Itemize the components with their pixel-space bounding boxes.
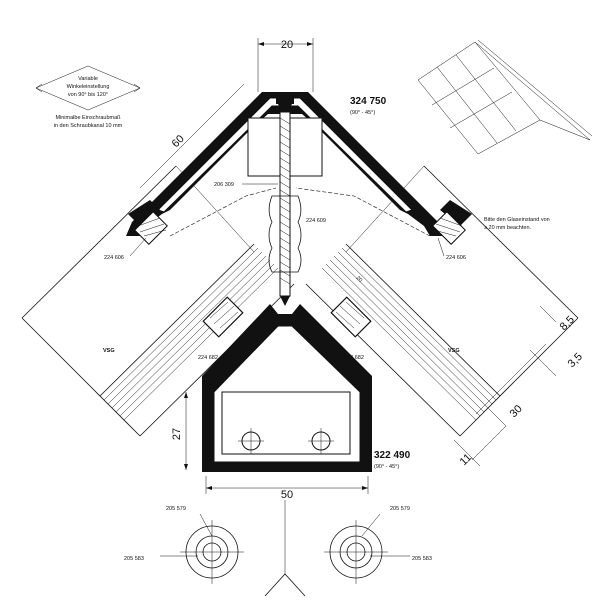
angle-note-line2: Winkeleinstellung: [67, 84, 110, 90]
cover-profile-code: 324 750: [350, 96, 387, 107]
glass-left-label: VSG: [103, 348, 115, 354]
slope-length-value: 60: [170, 133, 187, 150]
screw-note-line1: Minimalbe Einschraubmaß: [55, 115, 121, 121]
screw-code-label: 206 309: [214, 182, 234, 188]
right-30-value: 30: [508, 403, 525, 420]
screw-note-line2: in den Schraubkanal 10 mm: [54, 123, 123, 129]
base-profile-range: (90° - 45°): [374, 464, 399, 470]
washer-left-top-label: 205 579: [166, 506, 186, 512]
cover-profile: [126, 92, 472, 236]
base-profile: [202, 304, 372, 472]
support-line-right: [295, 187, 431, 237]
center-arrow: [264, 573, 306, 597]
left-glass-panel: VSG: [21, 165, 295, 437]
top-width-dimension: 20: [257, 38, 314, 92]
profile-height-value: 27: [171, 428, 183, 440]
right-dimensions: 8,5 3,5 30 11: [453, 305, 585, 469]
height-27-dimension: 27: [171, 392, 188, 470]
profile-width-value: 50: [281, 489, 293, 501]
right-3-5-value: 3,5: [566, 351, 585, 370]
hatch-offset-dimension: 20: [355, 275, 364, 284]
hatch-offset-value: 20: [355, 275, 364, 284]
seal-right: [330, 296, 372, 338]
washer-left: 205 579 205 583: [124, 506, 244, 584]
base-profile-code: 322 490: [374, 450, 411, 461]
glass-note-line1: Bitte den Glaseinstand von: [484, 217, 550, 223]
support-line-left: [169, 187, 277, 237]
gasket-left: [134, 211, 168, 245]
gasket-right-label: 224 606: [446, 255, 466, 261]
gasket-right: [432, 211, 466, 245]
angle-note-line1: Variable: [78, 76, 98, 82]
angle-note: Variable Winkeleinstellung von 90° bis 1…: [35, 65, 141, 129]
right-glass-panel: VSG: [305, 165, 579, 437]
angle-note-line3: von 90° bis 120°: [68, 92, 108, 98]
washer-left-bottom-label: 205 583: [124, 556, 144, 562]
washer-right-bottom-label: 205 583: [412, 556, 432, 562]
washer-right: 205 579 205 583: [324, 506, 432, 584]
seal-right-label: 224 682: [344, 355, 364, 361]
sleeve-code-label: 224 609: [306, 218, 326, 224]
right-11-value: 11: [458, 452, 475, 469]
right-8-5-value: 8,5: [558, 314, 577, 333]
seal-left-label: 224 682: [198, 355, 218, 361]
width-50-dimension: 50: [205, 476, 369, 501]
roof-grid-sketch: [417, 39, 593, 155]
washer-right-top-label: 205 579: [390, 506, 410, 512]
gasket-left-label: 224 606: [104, 255, 124, 261]
seal-left: [202, 296, 244, 338]
glass-note-line2: ≥ 20 mm beachten.: [484, 225, 532, 231]
screw: [268, 96, 302, 306]
top-width-value: 20: [281, 39, 293, 51]
cover-profile-range: (90° - 45°): [350, 110, 375, 116]
glass-right-label: VSG: [448, 348, 460, 354]
base-inner-box: [221, 391, 351, 455]
slope-length-dimension: 60: [139, 83, 245, 189]
